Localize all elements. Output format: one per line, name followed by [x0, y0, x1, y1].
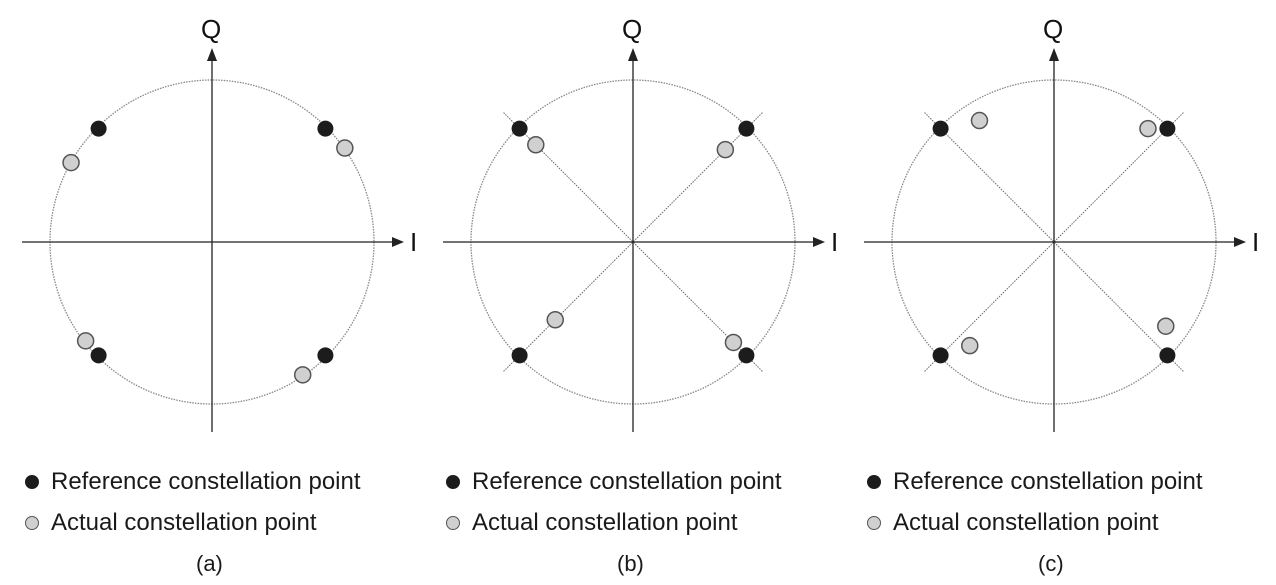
- i-axis-arrow: [1234, 237, 1246, 247]
- legend-reference: Reference constellation point: [446, 468, 782, 496]
- reference-point: [738, 347, 755, 364]
- i-axis-arrow: [392, 237, 404, 247]
- actual-point: [76, 332, 95, 350]
- actual-point: [716, 140, 735, 159]
- legend-actual: Actual constellation point: [446, 509, 738, 537]
- q-axis-label: Q: [201, 14, 222, 44]
- legend-reference-label: Reference constellation point: [472, 468, 782, 495]
- reference-point-icon: [446, 475, 460, 489]
- i-axis-label: I: [1252, 227, 1260, 257]
- legend-actual-label: Actual constellation point: [893, 509, 1159, 536]
- i-axis-label: I: [831, 227, 839, 257]
- actual-point-icon: [867, 516, 881, 530]
- legend-reference: Reference constellation point: [867, 468, 1203, 496]
- actual-point: [1157, 317, 1175, 335]
- panel-b: Q I Reference constellation point Actual…: [421, 0, 841, 585]
- q-axis-label: Q: [1043, 14, 1064, 44]
- legend-actual-label: Actual constellation point: [472, 509, 738, 536]
- panel-a: Q I Reference constellation point Actual…: [0, 0, 420, 585]
- caption-b: (b): [617, 551, 644, 576]
- panel-c: Q I Reference constellation point Actual…: [842, 0, 1262, 585]
- actual-point: [961, 336, 979, 355]
- actual-point: [724, 333, 743, 352]
- actual-point-icon: [25, 516, 39, 530]
- actual-point: [62, 153, 80, 172]
- actual-point: [546, 311, 564, 329]
- reference-point-icon: [25, 475, 39, 489]
- reference-point: [1159, 347, 1176, 364]
- actual-point: [336, 139, 354, 157]
- reference-point: [511, 120, 528, 137]
- q-axis-arrow: [628, 48, 638, 61]
- caption-a: (a): [196, 551, 223, 576]
- actual-point: [527, 136, 545, 154]
- reference-point: [932, 120, 949, 137]
- reference-point: [511, 347, 528, 364]
- actual-point-icon: [446, 516, 460, 530]
- i-axis-arrow: [813, 237, 825, 247]
- reference-point-icon: [867, 475, 881, 489]
- constellation-diagram-c: [864, 48, 1246, 432]
- reference-point: [90, 120, 107, 137]
- constellation-diagram-a: [22, 48, 404, 432]
- legend-reference-label: Reference constellation point: [51, 468, 361, 495]
- actual-point: [293, 366, 312, 384]
- legend-reference: Reference constellation point: [25, 468, 361, 496]
- reference-point: [738, 120, 755, 137]
- legend-actual-label: Actual constellation point: [51, 509, 317, 536]
- actual-point: [1139, 119, 1157, 138]
- legend-actual: Actual constellation point: [867, 509, 1159, 537]
- i-axis-label: I: [410, 227, 418, 257]
- reference-point: [1159, 120, 1176, 137]
- constellation-diagram-b: [443, 48, 825, 432]
- q-axis-arrow: [207, 48, 217, 61]
- reference-point: [317, 120, 334, 137]
- q-axis-arrow: [1049, 48, 1059, 61]
- reference-point: [90, 347, 107, 364]
- legend-reference-label: Reference constellation point: [893, 468, 1203, 495]
- caption-c: (c): [1038, 551, 1064, 576]
- actual-point: [970, 111, 989, 130]
- q-axis-label: Q: [622, 14, 643, 44]
- reference-point: [317, 347, 334, 364]
- legend-actual: Actual constellation point: [25, 509, 317, 537]
- reference-point: [932, 347, 949, 364]
